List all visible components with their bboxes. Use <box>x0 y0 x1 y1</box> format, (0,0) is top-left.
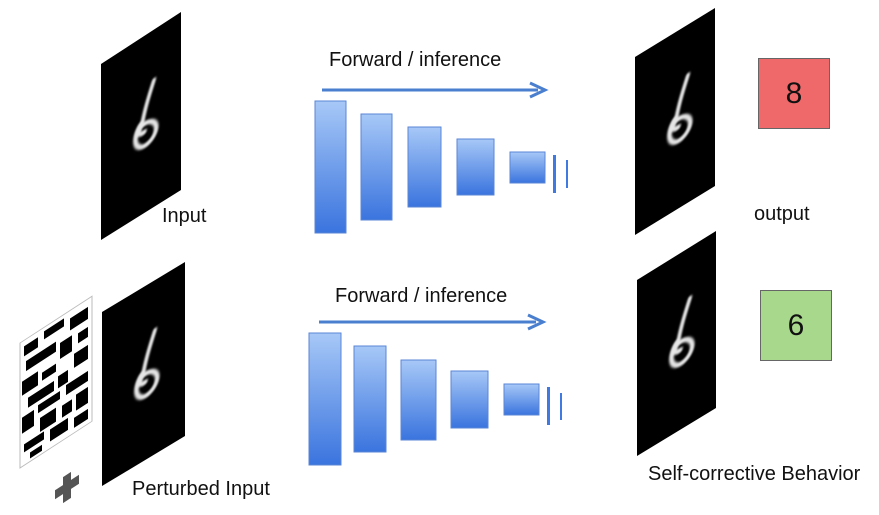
network-layers <box>314 100 568 234</box>
arrow-label-top: Forward / inference <box>329 49 502 71</box>
noise-pattern <box>19 295 93 469</box>
plus-icon <box>55 471 79 504</box>
prediction-box-top: 8 <box>758 58 830 129</box>
perturbed-input-label: Perturbed Input <box>132 478 270 500</box>
input-label: Input <box>162 205 207 227</box>
arrow-icon <box>527 313 547 331</box>
arrow-icon <box>529 81 549 99</box>
arrow-label-bottom: Forward / inference <box>335 285 508 307</box>
prediction-box-bottom: 6 <box>760 290 832 361</box>
network-layers <box>308 332 562 466</box>
self-corrective-label: Self-corrective Behavior <box>648 463 861 485</box>
output-label: output <box>754 203 810 225</box>
